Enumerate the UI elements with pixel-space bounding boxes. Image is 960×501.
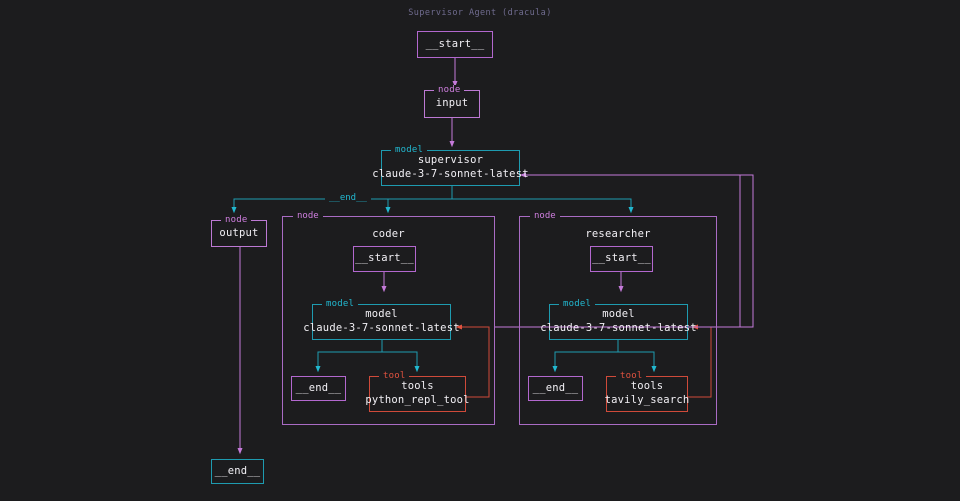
coder-tool-body: tools python_repl_tool: [365, 377, 469, 411]
node-input[interactable]: node input: [424, 85, 480, 118]
researcher-end-label: __end__: [532, 381, 579, 394]
researcher-start-label: __start__: [592, 252, 651, 265]
node-output[interactable]: node output: [211, 215, 267, 247]
subgraph-coder-title: coder: [372, 228, 405, 240]
node-supervisor-model: claude-3-7-sonnet-latest: [372, 168, 529, 180]
researcher-model-cluster-label: model: [559, 299, 596, 310]
node-final-end-label: __end__: [214, 464, 261, 477]
researcher-model-body: model claude-3-7-sonnet-latest: [540, 305, 696, 339]
node-input-cluster-label: node: [434, 85, 465, 96]
researcher-model-id: claude-3-7-sonnet-latest: [540, 322, 697, 334]
researcher-start[interactable]: __start__: [590, 246, 653, 272]
researcher-tool-id: tavily_search: [604, 394, 690, 406]
node-supervisor-name: supervisor: [417, 154, 484, 167]
coder-tool[interactable]: tool tools python_repl_tool: [365, 371, 469, 412]
subgraph-researcher[interactable]: node researcher: [519, 211, 717, 425]
coder-model-id: claude-3-7-sonnet-latest: [303, 322, 460, 334]
edge-label-end: __end__: [325, 193, 371, 204]
coder-start[interactable]: __start__: [353, 246, 416, 272]
coder-end[interactable]: __end__: [291, 376, 346, 401]
node-output-name: output: [219, 226, 259, 239]
node-supervisor[interactable]: model supervisor claude-3-7-sonnet-lates…: [372, 145, 529, 186]
researcher-model-name: model: [602, 308, 635, 321]
page-title: Supervisor Agent (dracula): [408, 8, 552, 18]
node-supervisor-body: supervisor claude-3-7-sonnet-latest: [372, 151, 528, 185]
coder-model-name: model: [365, 308, 398, 321]
coder-start-label: __start__: [355, 252, 414, 265]
node-supervisor-cluster-label: model: [391, 145, 428, 156]
coder-end-label: __end__: [295, 381, 342, 394]
coder-tool-name: tools: [401, 380, 434, 393]
node-input-name: input: [435, 97, 469, 110]
researcher-end[interactable]: __end__: [528, 376, 583, 401]
coder-model[interactable]: model model claude-3-7-sonnet-latest: [303, 299, 460, 340]
node-output-cluster-label: node: [221, 215, 252, 226]
researcher-tool-body: tools tavily_search: [604, 377, 690, 411]
subgraph-coder[interactable]: node coder: [282, 211, 495, 425]
researcher-tool-cluster-label: tool: [616, 371, 647, 382]
node-start[interactable]: __start__: [417, 31, 493, 58]
node-final-end[interactable]: __end__: [211, 459, 264, 484]
researcher-model[interactable]: model model claude-3-7-sonnet-latest: [540, 299, 697, 340]
subgraph-researcher-cluster-label: node: [530, 211, 560, 222]
coder-model-cluster-label: model: [322, 299, 359, 310]
coder-tool-id: python_repl_tool: [365, 394, 470, 406]
researcher-tool[interactable]: tool tools tavily_search: [604, 371, 690, 412]
node-start-label: __start__: [425, 37, 485, 50]
subgraph-coder-cluster-label: node: [293, 211, 323, 222]
researcher-tool-name: tools: [630, 380, 664, 393]
coder-model-body: model claude-3-7-sonnet-latest: [303, 305, 459, 339]
subgraph-researcher-title: researcher: [585, 228, 651, 240]
coder-tool-cluster-label: tool: [379, 371, 410, 382]
